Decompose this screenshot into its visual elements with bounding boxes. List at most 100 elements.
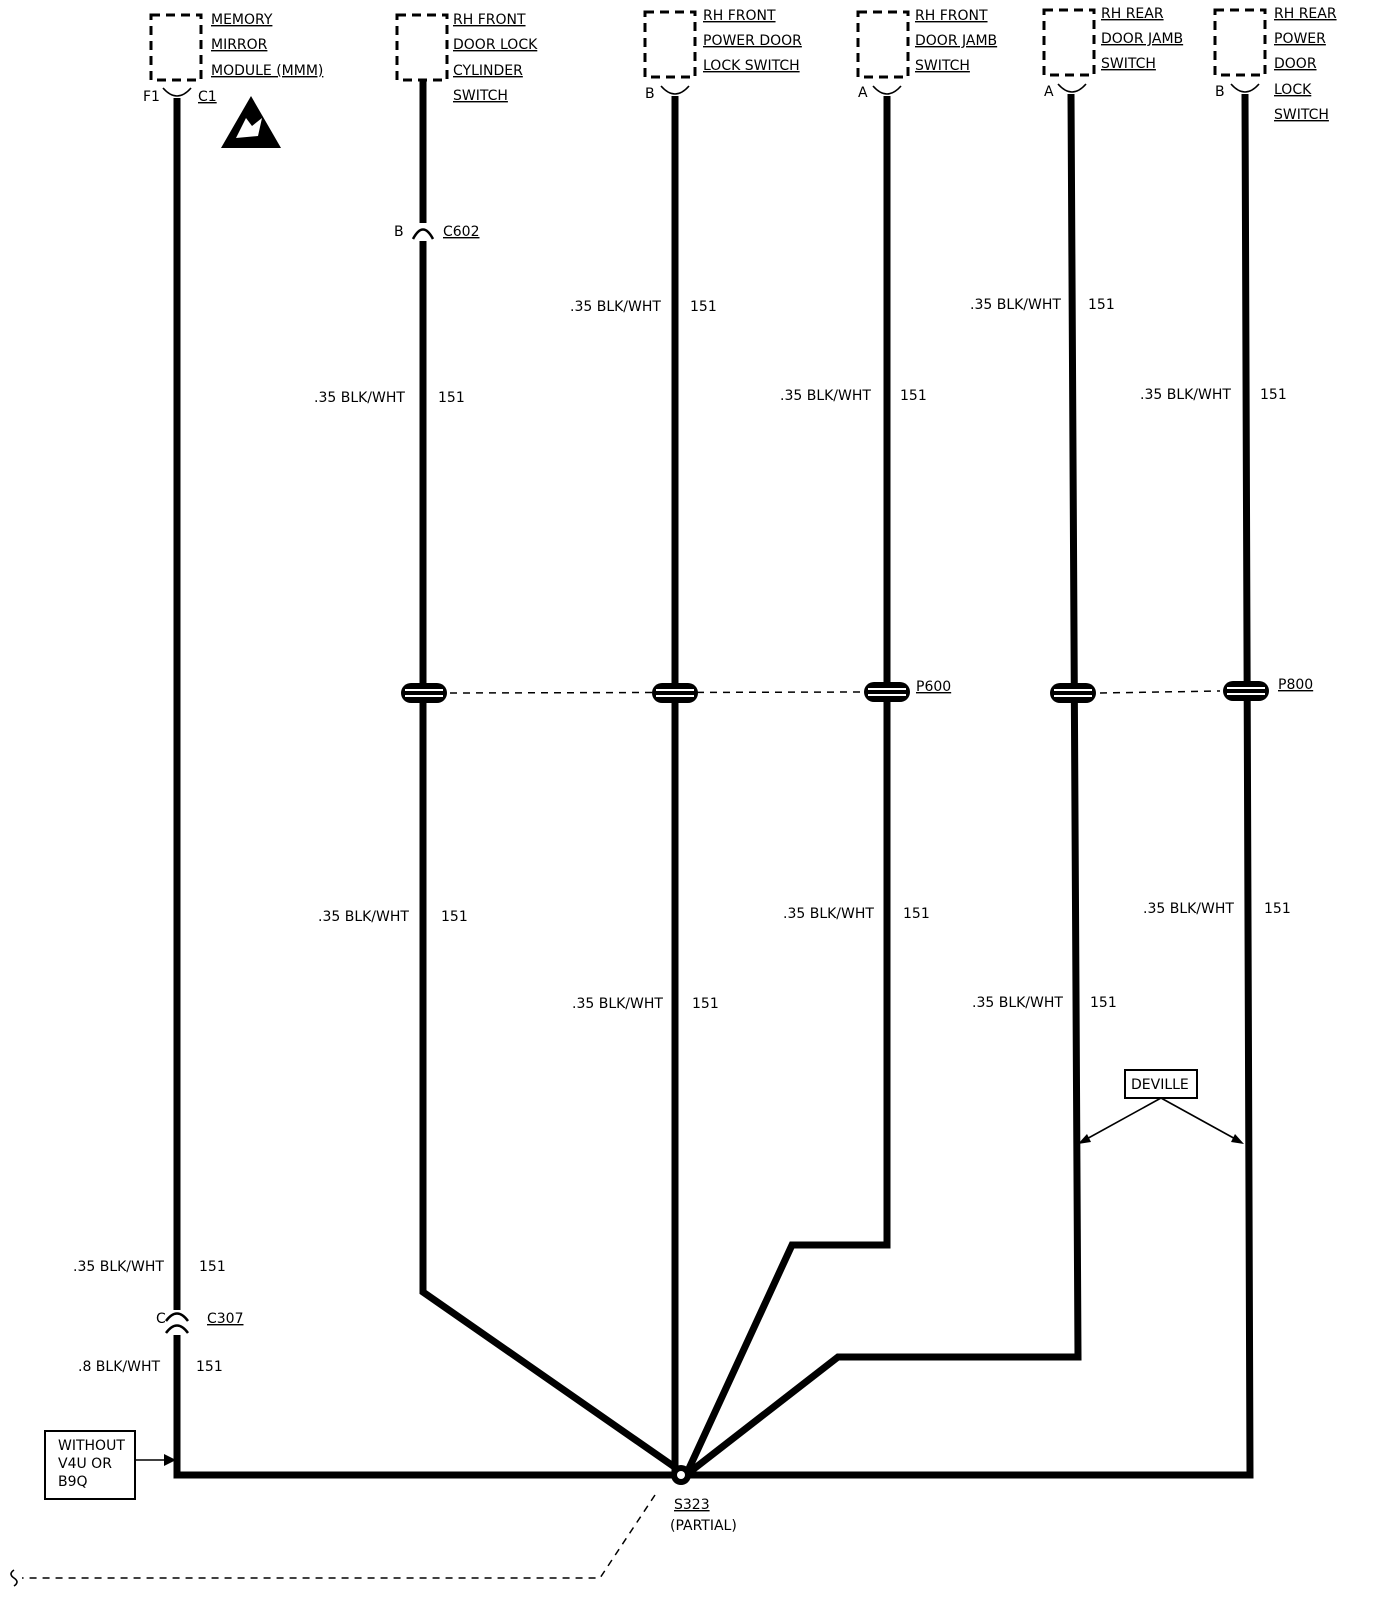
component-label: SWITCH [915, 58, 970, 74]
arrow-icon [1078, 1134, 1091, 1144]
wire-circuit: 151 [1264, 901, 1291, 917]
pin-label: B [1215, 84, 1225, 100]
wire-circuit: 151 [1090, 995, 1117, 1011]
component-memory-mirror-module: MEMORY MIRROR MODULE (MMM) F1 C1 [143, 12, 323, 105]
component-box [149, 13, 203, 82]
esd-warning-icon [221, 96, 281, 148]
wire-labels: .35 BLK/WHT 151 .35 BLK/WHT 151 .35 BLK/… [73, 297, 1291, 1375]
grommet-icon [401, 683, 447, 703]
splice-name: S323 [674, 1497, 710, 1513]
component-label: SWITCH [1274, 107, 1329, 123]
grommet-icon [1223, 681, 1269, 701]
pin-label: A [858, 85, 868, 101]
component-box [1042, 8, 1096, 77]
connector-name: C602 [443, 224, 480, 240]
component-rh-front-door-jamb-switch: RH FRONT DOOR JAMB SWITCH A [856, 8, 997, 101]
wire-mmm [173, 98, 686, 1479]
grommet-icon [1050, 683, 1096, 703]
wire-circuit: 151 [196, 1359, 223, 1375]
option-line: B9Q [58, 1474, 88, 1490]
terminal-icon [1057, 83, 1087, 93]
component-label: RH FRONT [703, 8, 776, 24]
wire-rear-jamb [683, 93, 1082, 1478]
terminal-icon [660, 85, 690, 95]
component-label: RH REAR [1101, 6, 1164, 22]
connector-name: C307 [207, 1311, 244, 1327]
wire-circuit: 151 [441, 909, 468, 925]
pass-through-label: P800 [1278, 677, 1313, 693]
pin-label: C1 [198, 89, 217, 105]
component-label: SWITCH [453, 88, 508, 104]
wire-gauge-color: .35 BLK/WHT [1140, 387, 1231, 403]
connector-symbol-icon [411, 228, 435, 240]
component-box [856, 10, 910, 79]
component-label: POWER [1274, 31, 1326, 47]
wire-gauge-color: .35 BLK/WHT [783, 906, 874, 922]
break-icon [10, 1569, 18, 1587]
wire-gauge-color: .35 BLK/WHT [572, 996, 663, 1012]
component-box [643, 10, 697, 79]
wire-gauge-color: .35 BLK/WHT [318, 909, 409, 925]
wire-door-lock-cylinder [419, 80, 688, 1478]
wire-gauge-color: .35 BLK/WHT [1143, 901, 1234, 917]
component-box [1213, 8, 1267, 77]
wire-circuit: 151 [1260, 387, 1287, 403]
wire-gauge-color: .35 BLK/WHT [73, 1259, 164, 1275]
pass-through-link-p600 [449, 691, 861, 694]
component-label: DOOR JAMB [1101, 31, 1183, 47]
wire-gauge-color: .35 BLK/WHT [972, 995, 1063, 1011]
wire-circuit: 151 [199, 1259, 226, 1275]
connector-symbol-icon [164, 1312, 190, 1322]
component-rh-front-power-door-lock-switch: RH FRONT POWER DOOR LOCK SWITCH B [643, 8, 802, 102]
wire-circuit: 151 [692, 996, 719, 1012]
component-label: RH REAR [1274, 6, 1337, 22]
splice-s323: S323 (PARTIAL) [10, 1465, 737, 1587]
pass-through-link-p800 [1099, 690, 1221, 694]
wire-circuit: 151 [1088, 297, 1115, 313]
option-line: WITHOUT [58, 1438, 125, 1454]
component-label: MODULE (MMM) [211, 63, 323, 79]
component-label: CYLINDER [453, 63, 523, 79]
component-rh-rear-power-door-lock-switch: RH REAR POWER DOOR LOCK SWITCH B [1213, 6, 1337, 123]
grommet-icon [864, 682, 910, 702]
wire-gauge-color: .35 BLK/WHT [570, 299, 661, 315]
terminal-icon [162, 87, 192, 97]
component-box [395, 13, 449, 82]
pin-label: A [1044, 84, 1054, 100]
arrow-icon [164, 1454, 176, 1466]
wire-gauge-color: .8 BLK/WHT [78, 1359, 160, 1375]
connector-pin: C [156, 1311, 166, 1327]
pass-through-label: P600 [916, 679, 951, 695]
option-note-box: WITHOUT V4U OR B9Q [44, 1430, 176, 1500]
component-label: LOCK SWITCH [703, 58, 800, 74]
pointer-line [1082, 1097, 1162, 1142]
pin-label: F1 [143, 89, 160, 105]
wire-circuit: 151 [438, 390, 465, 406]
grommet-icon [652, 683, 698, 703]
wire-gauge-color: .35 BLK/WHT [780, 388, 871, 404]
terminal-icon [872, 85, 902, 95]
component-rh-rear-door-jamb-switch: RH REAR DOOR JAMB SWITCH A [1042, 6, 1183, 100]
component-label: DOOR [1274, 56, 1317, 72]
wire-gauge-color: .35 BLK/WHT [314, 390, 405, 406]
terminal-icon [1230, 83, 1260, 93]
wire-rear-power-lock [686, 93, 1254, 1479]
component-label: MEMORY [211, 12, 273, 28]
component-rh-front-door-lock-cylinder-switch: RH FRONT DOOR LOCK CYLINDER SWITCH [395, 12, 538, 104]
component-label: DOOR LOCK [453, 37, 538, 53]
option-line: V4U OR [58, 1456, 112, 1472]
splice-note: (PARTIAL) [670, 1518, 737, 1534]
component-label: POWER DOOR [703, 33, 802, 49]
component-label: LOCK [1274, 82, 1312, 98]
component-label: SWITCH [1101, 56, 1156, 72]
wire-circuit: 151 [690, 299, 717, 315]
wire-circuit: 151 [903, 906, 930, 922]
component-label: MIRROR [211, 37, 268, 53]
arrow-icon [1231, 1134, 1244, 1144]
grommets [401, 681, 1269, 703]
deville-label: DEVILLE [1131, 1077, 1189, 1093]
component-label: DOOR JAMB [915, 33, 997, 49]
wire-gauge-color: .35 BLK/WHT [970, 297, 1061, 313]
pointer-line [1160, 1097, 1240, 1142]
connector-pin: B [394, 224, 404, 240]
